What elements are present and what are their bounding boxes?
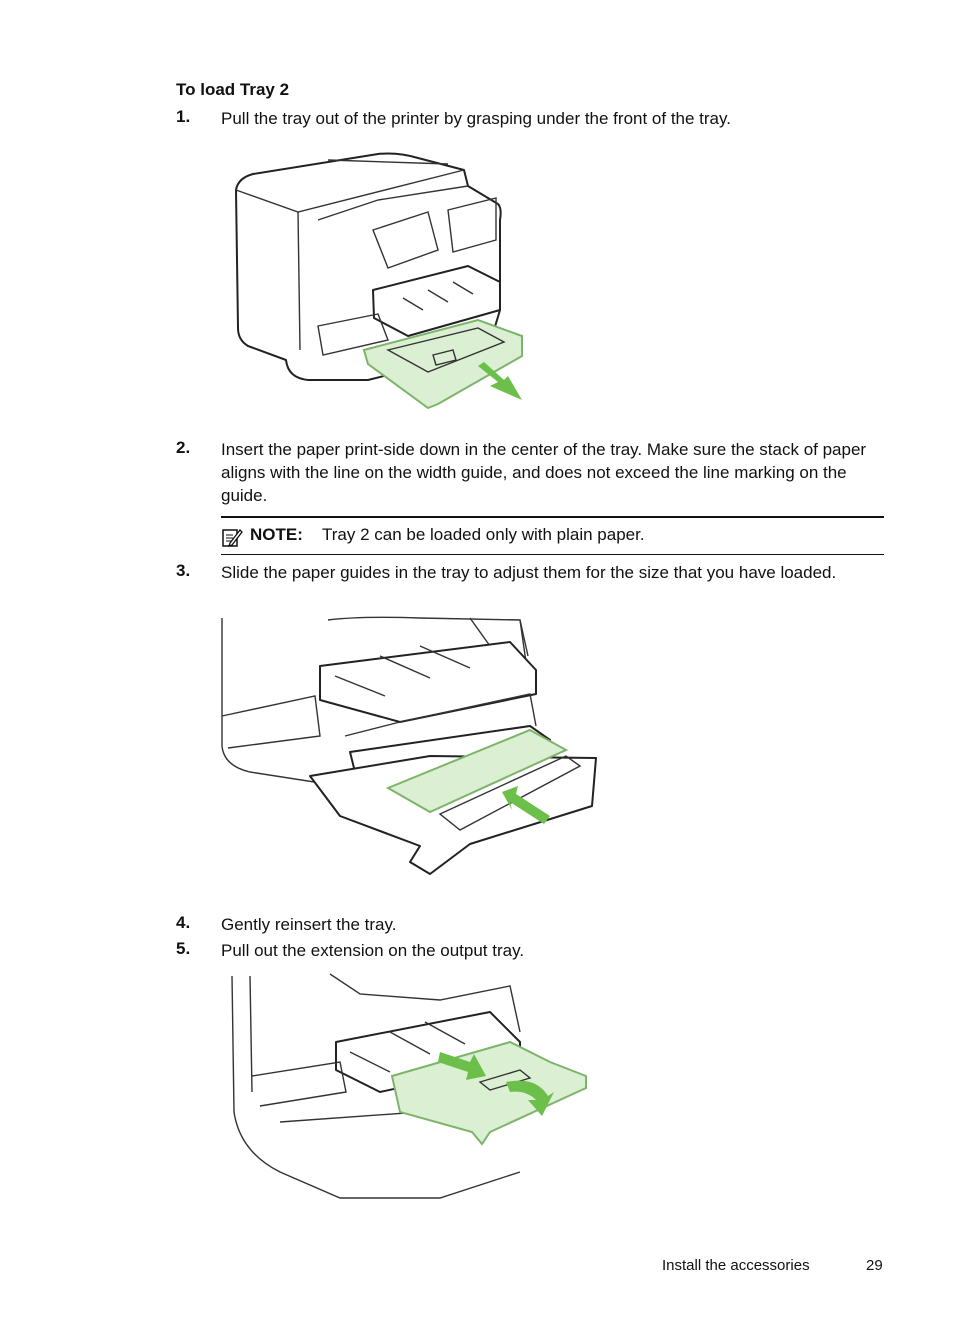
step-2-text: Insert the paper print-side down in the …	[221, 440, 867, 505]
step-2-number: 2.	[176, 438, 191, 457]
output-tray-extension-illustration	[231, 973, 587, 1199]
footer-section-title: Install the accessories	[662, 1257, 810, 1274]
step-4-number: 4.	[176, 913, 191, 932]
section-heading: To load Tray 2	[176, 80, 290, 99]
step-1-text: Pull the tray out of the printer by gras…	[221, 109, 731, 128]
step-5-text: Pull out the extension on the output tra…	[221, 941, 525, 960]
step-4-text: Gently reinsert the tray.	[221, 915, 397, 934]
note-box: NOTE: Tray 2 can be loaded only with pla…	[221, 516, 884, 555]
note-pencil-icon	[221, 526, 243, 553]
step-3-text: Slide the paper guides in the tray to ad…	[221, 563, 837, 582]
note-label: NOTE:	[250, 525, 303, 544]
footer-page-number: 29	[866, 1257, 883, 1274]
step-3-number: 3.	[176, 561, 191, 580]
step-5-number: 5.	[176, 939, 191, 958]
paper-guides-illustration	[221, 616, 597, 875]
printer-tray-pull-illustration	[235, 152, 523, 410]
note-text: Tray 2 can be loaded only with plain pap…	[322, 525, 645, 544]
step-1-number: 1.	[176, 107, 191, 126]
